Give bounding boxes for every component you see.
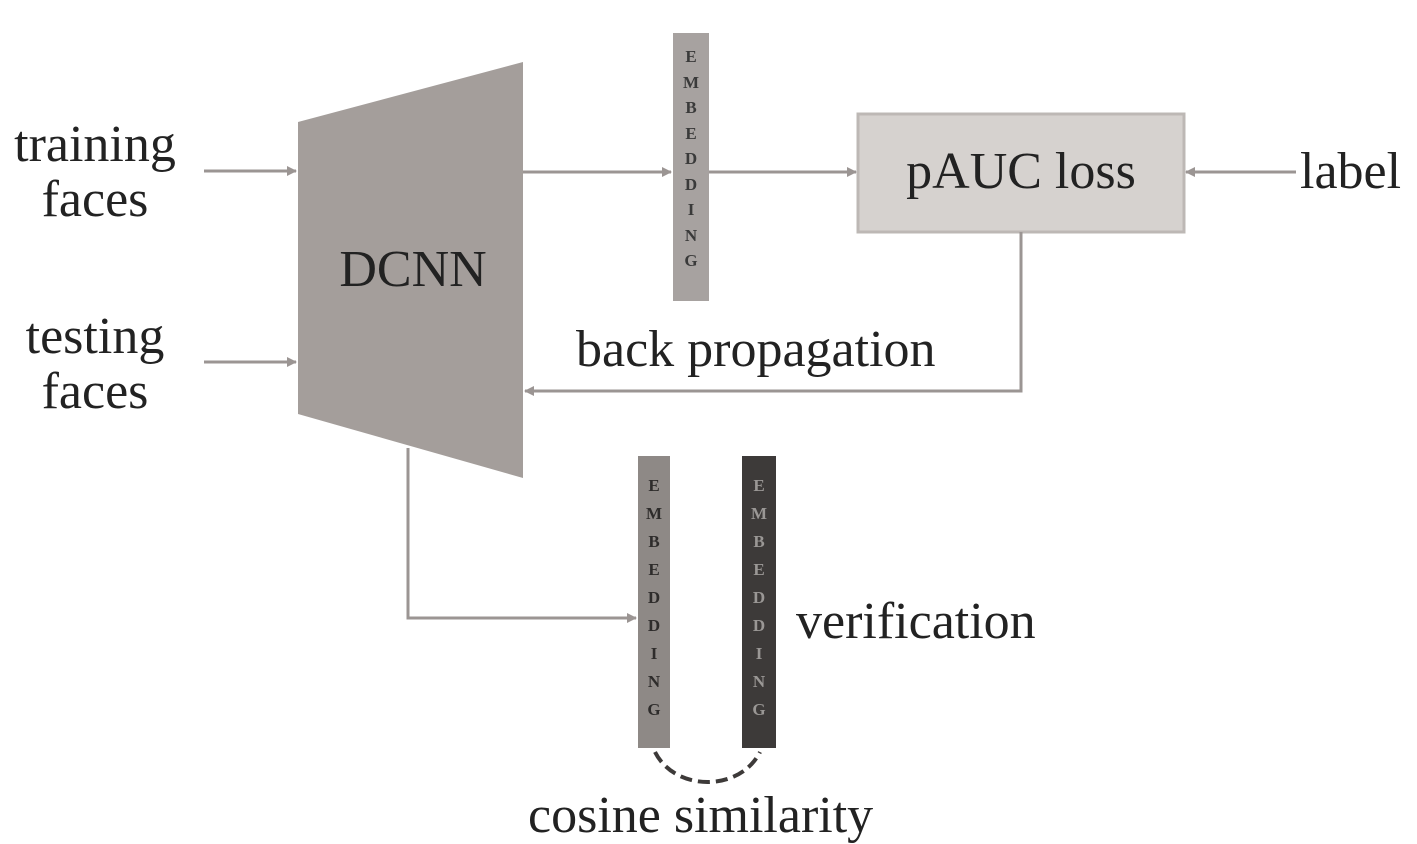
- embedding-letter: B: [648, 532, 660, 551]
- training-faces-label: training faces: [0, 116, 190, 228]
- embedding-letter: D: [752, 588, 766, 607]
- embedding-letter: E: [648, 560, 660, 579]
- arrow-dcnn-to-test-embedding: [406, 448, 637, 623]
- embedding-letter: N: [752, 672, 766, 691]
- embedding-letter: D: [684, 149, 698, 168]
- embedding-letter: E: [753, 560, 765, 579]
- dcnn-label: DCNN: [339, 241, 487, 298]
- embedding-bar-test: [638, 456, 670, 748]
- embedding-letter: E: [685, 123, 697, 143]
- embedding-letter: E: [648, 476, 660, 495]
- testing-faces-line-2: faces: [41, 362, 149, 420]
- verification-label: verification: [796, 593, 1036, 650]
- embedding-bar-train: [673, 33, 709, 301]
- embedding-text-reference: E M B E D D I N G: [742, 472, 776, 724]
- embedding-letter: E: [753, 476, 765, 495]
- embedding-letter: N: [647, 672, 661, 691]
- testing-faces-label: testing faces: [0, 308, 190, 420]
- pauc-loss-label: pAUC loss: [906, 143, 1136, 200]
- embedding-letter: N: [684, 225, 698, 245]
- embedding-letter: B: [685, 98, 697, 117]
- embedding-letter: I: [650, 644, 658, 663]
- pauc-loss-box: [856, 112, 1186, 234]
- embedding-bar-reference: [742, 456, 776, 748]
- embedding-letter: G: [684, 251, 698, 270]
- embedding-text-train: E M B E D D I N G: [673, 44, 709, 274]
- embedding-letter: M: [645, 504, 663, 523]
- embedding-text-test: E M B E D D I N G: [638, 472, 670, 724]
- embedding-letter: E: [685, 47, 697, 66]
- embedding-letter: M: [682, 72, 700, 92]
- dcnn-block: [298, 62, 523, 478]
- embedding-letter: I: [687, 200, 695, 219]
- training-faces-line-2: faces: [41, 170, 149, 228]
- embedding-letter: G: [647, 700, 661, 719]
- arrow-back-propagation: [524, 232, 1023, 396]
- back-propagation-label: back propagation: [576, 321, 936, 378]
- embedding-letter: B: [753, 532, 765, 551]
- embedding-letter: I: [755, 644, 763, 663]
- embedding-letter: M: [750, 504, 768, 523]
- training-faces-line-1: training: [14, 116, 176, 173]
- label-input-label: label: [1300, 143, 1402, 200]
- cosine-similarity-label: cosine similarity: [528, 787, 874, 844]
- cosine-similarity-arc: [653, 751, 762, 784]
- embedding-letter: D: [752, 616, 766, 635]
- embedding-letter: D: [647, 616, 661, 635]
- embedding-letter: D: [647, 588, 661, 607]
- embedding-letter: G: [752, 700, 766, 719]
- embedding-letter: D: [684, 174, 698, 194]
- testing-faces-line-1: testing: [25, 308, 165, 365]
